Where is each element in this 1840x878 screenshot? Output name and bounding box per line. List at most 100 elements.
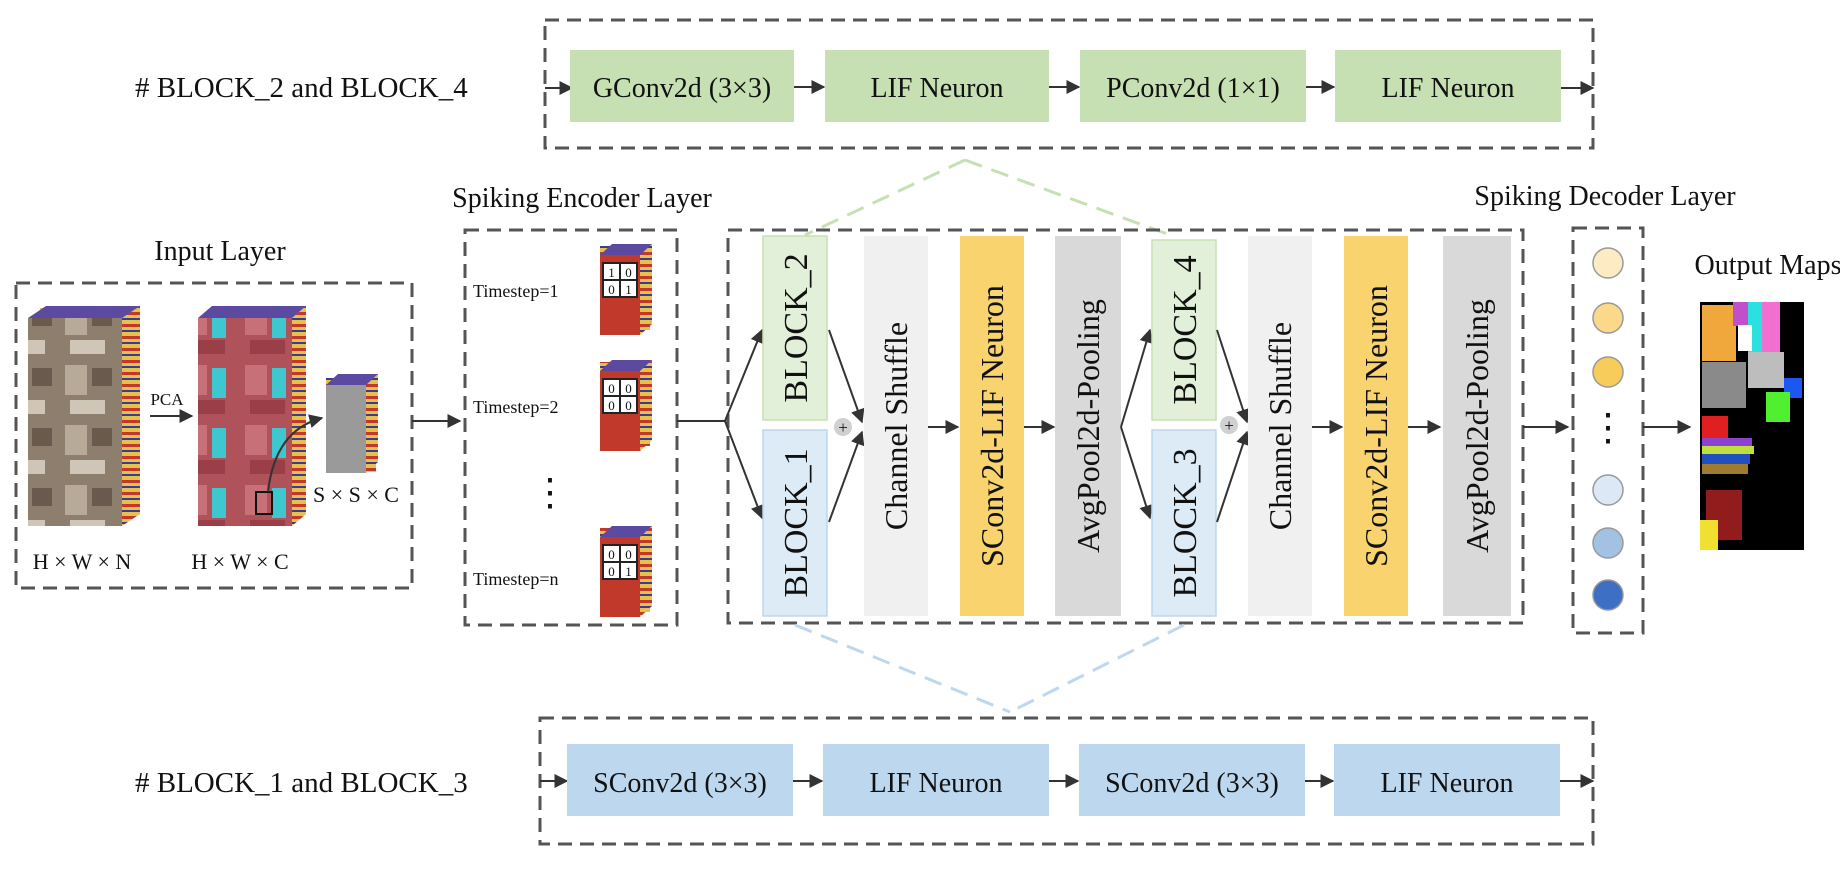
sconv-lif-1 xyxy=(960,236,1024,616)
bottom-box-sconv-2-label: SConv2d (3×3) xyxy=(1105,768,1279,799)
decoder-ellipsis: ⋮ xyxy=(1589,407,1627,449)
dim-label-ssc: S × S × C xyxy=(313,482,399,507)
block-1-label: BLOCK_1 xyxy=(778,448,815,597)
blue-connector-left xyxy=(794,623,1011,714)
spike-grid-2-cell-3: 0 xyxy=(625,398,632,413)
patch-cube xyxy=(326,374,378,473)
block-2 xyxy=(762,235,828,421)
top-box-lif-1-label: LIF Neuron xyxy=(871,73,1004,104)
sconv-lif-2-label: SConv2d-LIF Neuron xyxy=(1358,285,1394,567)
top-row-group: # BLOCK_2 and BLOCK_4 GConv2d (3×3) LIF … xyxy=(135,18,1595,150)
bottom-box-sconv-2 xyxy=(1079,744,1305,816)
timestep-label-2: Timestep=2 xyxy=(473,397,559,417)
decoder-layer-title: Spiking Decoder Layer xyxy=(1474,181,1736,212)
top-box-pconv-label: PConv2d (1×1) xyxy=(1106,73,1280,104)
spike-grid-1-cell-0: 1 xyxy=(608,265,615,280)
avgpool-2 xyxy=(1443,236,1511,616)
top-box-gconv-label: GConv2d (3×3) xyxy=(593,73,771,104)
green-connector-left xyxy=(804,158,966,237)
top-box-lif-2-label: LIF Neuron xyxy=(1382,73,1515,104)
channel-shuffle-2-label: Channel Shuffle xyxy=(1262,322,1298,530)
pca-label: PCA xyxy=(150,390,184,409)
dim-label-hwn: H × W × N xyxy=(33,549,132,574)
sconv-lif-1-label: SConv2d-LIF Neuron xyxy=(974,285,1010,567)
encoder-layer-frame xyxy=(463,228,679,627)
top-box-lif-2 xyxy=(1335,50,1561,122)
bottom-row-group: # BLOCK_1 and BLOCK_3 SConv2d (3×3) LIF … xyxy=(135,716,1595,846)
block-4 xyxy=(1151,239,1217,421)
bottom-box-lif-1 xyxy=(823,744,1049,816)
spike-grid-n-cell-0: 0 xyxy=(608,547,615,562)
decoder-layer-group: Spiking Decoder Layer ⋮ xyxy=(1474,181,1736,635)
spike-cube-n: 0 0 0 1 xyxy=(600,526,652,617)
encoder-layer-title: Spiking Encoder Layer xyxy=(452,183,712,214)
bottom-box-lif-2-label: LIF Neuron xyxy=(1381,768,1514,799)
merge-arrow-from-block2 xyxy=(828,329,865,424)
classification-map xyxy=(1700,302,1804,550)
timestep-label-1: Timestep=1 xyxy=(473,281,559,301)
avgpool-1-label: AvgPool2d-Pooling xyxy=(1070,299,1106,553)
output-maps-title: Output Maps xyxy=(1695,250,1840,281)
add-node-1 xyxy=(834,418,852,436)
fanout-arrow-block2 xyxy=(724,328,764,422)
block-4-label: BLOCK_4 xyxy=(1167,255,1204,404)
spike-cube-1: 1 0 0 1 xyxy=(600,244,652,335)
encoder-ellipsis: ⋮ xyxy=(531,472,569,514)
patch-selector xyxy=(255,491,273,515)
hsi-cube-raw xyxy=(28,306,140,526)
bottom-box-sconv-1-label: SConv2d (3×3) xyxy=(593,768,767,799)
green-connector-right xyxy=(964,158,1171,237)
spike-grid-n-cell-3: 1 xyxy=(625,564,632,579)
block-3 xyxy=(1151,429,1217,617)
avgpool-1 xyxy=(1055,236,1121,616)
spike-grid-1-cell-2: 0 xyxy=(608,282,615,297)
timestep-label-n: Timestep=n xyxy=(473,569,559,589)
core-pipeline-group: BLOCK_2 BLOCK_1 + Channel Shuffle SConv2… xyxy=(724,228,1525,625)
spike-cube-2: 0 0 0 0 xyxy=(600,360,652,451)
input-layer-title: Input Layer xyxy=(154,236,286,267)
fanout-arrow-block4 xyxy=(1120,328,1154,428)
decoder-neuron-3 xyxy=(1592,356,1624,388)
dim-label-hwc: H × W × C xyxy=(191,549,288,574)
decoder-layer-frame xyxy=(1571,226,1645,635)
blue-connector-right xyxy=(1009,623,1185,714)
input-layer-group: Input Layer H × W × N PCA H × W × C xyxy=(14,236,414,590)
add-node-1-symbol: + xyxy=(838,418,848,437)
input-layer-frame xyxy=(14,281,414,590)
channel-shuffle-2 xyxy=(1248,236,1312,616)
output-maps-group: Output Maps xyxy=(1695,250,1840,550)
spike-grid-2-cell-1: 0 xyxy=(625,381,632,396)
bottom-row-caption: # BLOCK_1 and BLOCK_3 xyxy=(135,767,468,799)
spike-grid-n-cell-2: 0 xyxy=(608,564,615,579)
decoder-neuron-6 xyxy=(1592,579,1624,611)
fanout-arrow-block3 xyxy=(1120,426,1153,520)
merge-arrow-from-block3 xyxy=(1216,430,1250,523)
sconv-lif-2 xyxy=(1344,236,1408,616)
block-2-label: BLOCK_2 xyxy=(778,253,815,402)
top-box-gconv xyxy=(570,50,794,122)
avgpool-2-label: AvgPool2d-Pooling xyxy=(1459,299,1495,553)
block-1 xyxy=(762,429,828,617)
spike-grid-1-cell-1: 0 xyxy=(625,265,632,280)
bottom-box-lif-2 xyxy=(1334,744,1560,816)
hsi-cube-pca xyxy=(198,306,306,526)
bottom-box-lif-1-label: LIF Neuron xyxy=(870,768,1003,799)
top-box-pconv xyxy=(1080,50,1306,122)
fanout-arrow-block1 xyxy=(724,420,765,520)
spike-grid-2-cell-0: 0 xyxy=(608,381,615,396)
block-3-label: BLOCK_3 xyxy=(1167,448,1204,597)
top-row-caption: # BLOCK_2 and BLOCK_4 xyxy=(135,72,468,104)
patch-extract-arrow xyxy=(267,414,324,493)
spike-grid-1-cell-3: 1 xyxy=(625,282,632,297)
channel-shuffle-1 xyxy=(864,236,928,616)
merge-arrow-from-block4 xyxy=(1216,329,1250,424)
decoder-neuron-5 xyxy=(1592,527,1624,559)
add-node-2-symbol: + xyxy=(1224,416,1234,435)
channel-shuffle-1-label: Channel Shuffle xyxy=(878,322,914,530)
spike-grid-2-cell-2: 0 xyxy=(608,398,615,413)
top-box-lif-1 xyxy=(825,50,1049,122)
encoder-layer-group: Spiking Encoder Layer Timestep=1 Timeste… xyxy=(452,183,713,627)
decoder-neuron-1 xyxy=(1592,247,1624,279)
merge-arrow-from-block1 xyxy=(828,430,865,523)
